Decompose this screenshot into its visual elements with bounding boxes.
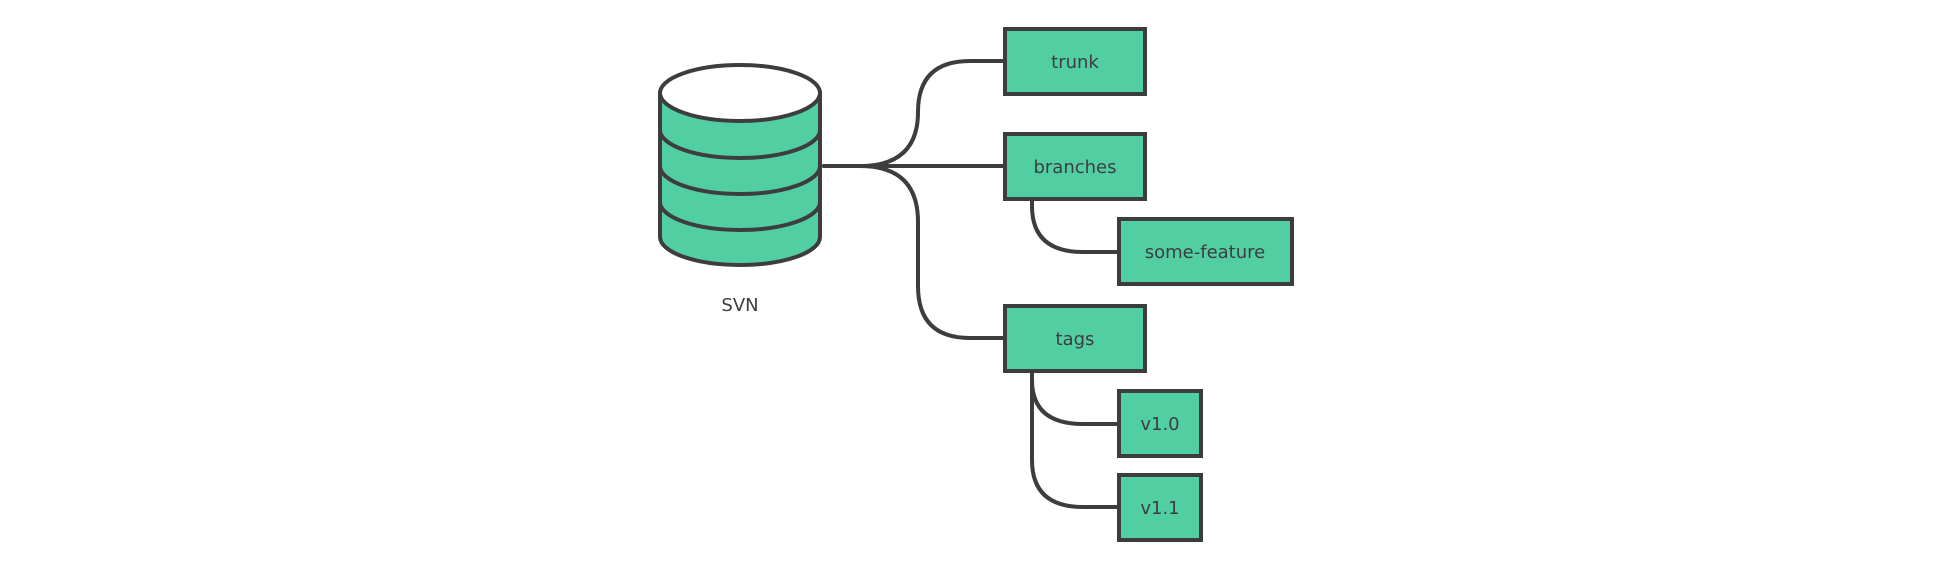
- database-disk-divider: [658, 165, 822, 196]
- database-disk-divider: [658, 129, 822, 160]
- database-top: [658, 63, 822, 123]
- node-label: tags: [1056, 329, 1095, 350]
- node-tags: tags: [1003, 304, 1147, 373]
- node-box: [1003, 132, 1147, 201]
- database-icon: [658, 63, 822, 267]
- database-disk-divider: [658, 201, 822, 232]
- node-label: v1.1: [1140, 498, 1179, 519]
- node-label: v1.0: [1140, 414, 1179, 435]
- database-body: [658, 91, 822, 267]
- node-branches: branches: [1003, 132, 1147, 201]
- node-label: trunk: [1051, 52, 1099, 73]
- connector-v1-1: [1030, 370, 1121, 509]
- node-box: [1117, 389, 1203, 458]
- node-label: some-feature: [1145, 242, 1265, 263]
- connector-v1-0: [1030, 370, 1121, 426]
- node-box: [1003, 304, 1147, 373]
- node-v1-1: v1.1: [1117, 473, 1203, 542]
- node-box: [1117, 217, 1294, 286]
- node-label: branches: [1033, 157, 1116, 178]
- connector-tags: [822, 164, 1007, 340]
- node-box: [1117, 473, 1203, 542]
- connector-trunk: [822, 59, 1007, 168]
- node-some-feature: some-feature: [1117, 217, 1294, 286]
- node-v1-0: v1.0: [1117, 389, 1203, 458]
- connectors: [822, 59, 1121, 509]
- node-box: [1003, 27, 1147, 96]
- node-trunk: trunk: [1003, 27, 1147, 96]
- connector-some-feature: [1030, 197, 1121, 254]
- repository-label: SVN: [721, 295, 758, 316]
